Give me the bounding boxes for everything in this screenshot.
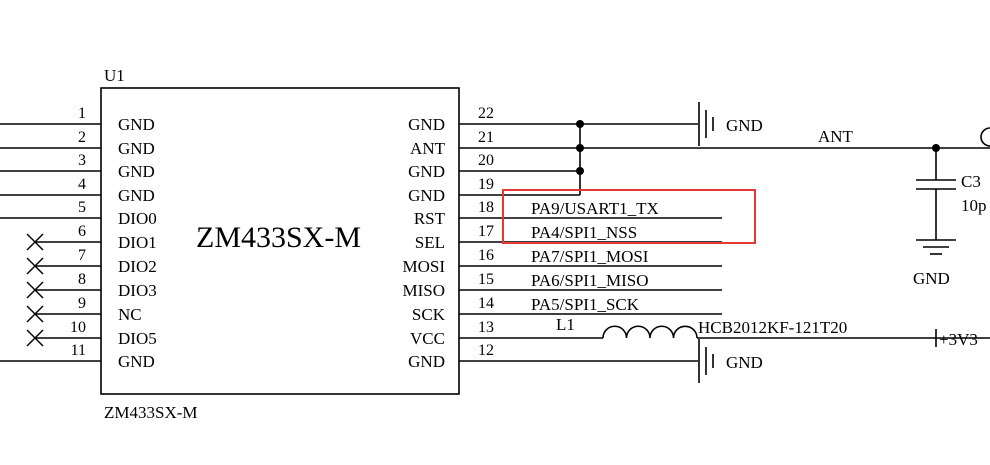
pin-name: MISO <box>402 281 445 300</box>
pin-number: 11 <box>71 342 86 359</box>
ground-symbol-top-icon <box>698 102 714 146</box>
pin-name: GND <box>408 162 445 181</box>
pin-number: 22 <box>478 105 494 122</box>
pin-number: 3 <box>78 152 86 169</box>
pin-name: ANT <box>410 139 446 158</box>
pin-number: 8 <box>78 271 86 288</box>
left-pin-lines <box>0 123 101 362</box>
ground-symbol-bottom-icon <box>698 339 714 383</box>
pin-name: GND <box>118 352 155 371</box>
offscreen-symbol-fragment <box>980 127 990 147</box>
pin-name: GND <box>408 115 445 134</box>
pin-name: MOSI <box>402 257 445 276</box>
pin-name: NC <box>118 305 142 324</box>
pin-number: 2 <box>78 129 86 146</box>
right-pin-numbers: 22 21 20 19 18 17 16 15 14 13 12 <box>478 105 494 359</box>
pin-name: GND <box>118 186 155 205</box>
footprint-label: ZM433SX-M <box>104 403 198 422</box>
pin-number: 15 <box>478 271 494 288</box>
capacitor-value: 10p <box>961 196 987 215</box>
inductor-designator: L1 <box>556 315 575 334</box>
pin-number: 1 <box>78 105 86 122</box>
pin-number: 4 <box>78 176 86 193</box>
net-label-pa6: PA6/SPI1_MISO <box>531 271 648 290</box>
pin-number: 10 <box>70 319 86 336</box>
ant-net-label: ANT <box>818 127 854 146</box>
pin-name: GND <box>408 186 445 205</box>
pin-number: 7 <box>78 247 86 264</box>
pin-number: 12 <box>478 342 494 359</box>
no-connect-x-icon <box>26 281 44 299</box>
gnd-top-label: GND <box>726 116 763 135</box>
pin-number: 9 <box>78 295 86 312</box>
pin-number: 20 <box>478 152 494 169</box>
no-connect-x-icon <box>26 329 44 347</box>
ground-symbol-cap-icon <box>916 239 956 255</box>
net-label-pa9: PA9/USART1_TX <box>531 199 659 218</box>
junction-dot <box>576 120 584 128</box>
pin-name: GND <box>118 139 155 158</box>
pin-name: GND <box>118 162 155 181</box>
pin-number: 6 <box>78 223 86 240</box>
capacitor-icon <box>916 148 956 240</box>
component-body <box>100 87 460 395</box>
no-connect-x-icon <box>26 305 44 323</box>
pin-number: 21 <box>478 129 494 146</box>
pin-name: SCK <box>412 305 446 324</box>
pin-number: 14 <box>478 295 494 312</box>
highlight-box <box>502 189 756 244</box>
signal-net-labels: PA9/USART1_TX PA4/SPI1_NSS PA7/SPI1_MOSI… <box>531 199 659 314</box>
gnd-cap-label: GND <box>913 269 950 288</box>
pin-name: DIO5 <box>118 329 157 348</box>
designator-label: U1 <box>104 66 125 85</box>
pin-number: 19 <box>478 176 494 193</box>
pin-name: DIO3 <box>118 281 157 300</box>
pin-name: SEL <box>415 233 445 252</box>
inductor-coil-icon <box>602 325 698 339</box>
left-pin-names: GND GND GND GND DIO0 DIO1 DIO2 DIO3 NC D… <box>118 115 157 371</box>
pin-name: GND <box>118 115 155 134</box>
pin-name: GND <box>408 352 445 371</box>
pin-number: 17 <box>478 223 494 240</box>
pin-name: DIO2 <box>118 257 157 276</box>
pin-number: 13 <box>478 319 494 336</box>
no-connect-x-icon <box>26 233 44 251</box>
inductor-part-label: HCB2012KF-121T20 <box>698 318 847 337</box>
junction-dot <box>576 144 584 152</box>
pin-name: RST <box>414 209 446 228</box>
pin-number: 16 <box>478 247 494 264</box>
net-label-pa5: PA5/SPI1_SCK <box>531 295 640 314</box>
junction-dot <box>576 167 584 175</box>
net-label-pa4: PA4/SPI1_NSS <box>531 223 637 242</box>
pin-name: DIO1 <box>118 233 157 252</box>
no-connect-x-icon <box>26 257 44 275</box>
power-label: +3V3 <box>939 330 978 349</box>
pin-number: 5 <box>78 199 86 216</box>
pin-name: DIO0 <box>118 209 157 228</box>
part-name-label: ZM433SX-M <box>196 221 361 254</box>
gnd-bottom-label: GND <box>726 353 763 372</box>
left-pin-numbers: 1 2 3 4 5 6 7 8 9 10 11 <box>70 105 86 359</box>
pin-name: VCC <box>410 329 445 348</box>
capacitor-designator: C3 <box>961 172 981 191</box>
right-pin-names: GND ANT GND GND RST SEL MOSI MISO SCK VC… <box>402 115 445 371</box>
no-connect-markers <box>26 233 44 347</box>
pin-number: 18 <box>478 199 494 216</box>
net-label-pa7: PA7/SPI1_MOSI <box>531 247 649 266</box>
